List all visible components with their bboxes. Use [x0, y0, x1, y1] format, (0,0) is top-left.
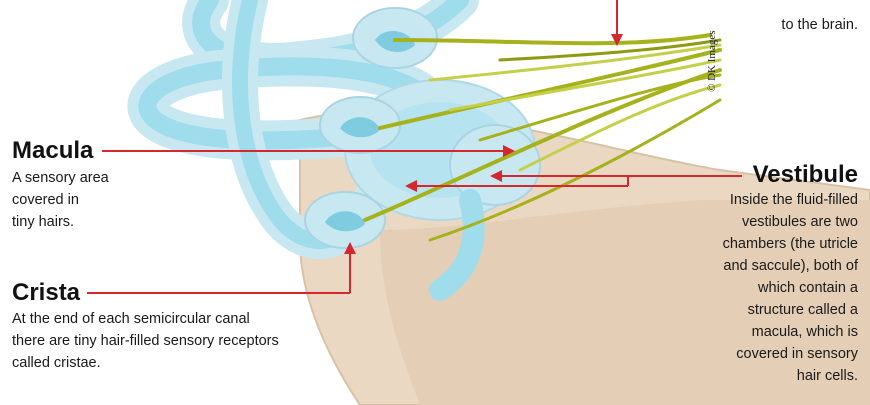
macula-description: A sensory area covered in tiny hairs. — [12, 167, 109, 233]
top-right-caption: to the brain. — [781, 14, 858, 36]
crista-title: Crista — [12, 280, 279, 306]
macula-label: Macula A sensory area covered in tiny ha… — [12, 138, 109, 233]
macula-title: Macula — [12, 138, 109, 164]
vestibule-description: Inside the fluid-filled vestibules are t… — [658, 189, 858, 387]
crista-description: At the end of each semicircular canal th… — [12, 308, 279, 374]
crista-label: Crista At the end of each semicircular c… — [12, 280, 279, 374]
vestibule-label: Vestibule Inside the fluid-filled vestib… — [658, 162, 858, 387]
image-credit: © DK Images — [706, 30, 718, 92]
vestibule-title: Vestibule — [658, 162, 858, 188]
